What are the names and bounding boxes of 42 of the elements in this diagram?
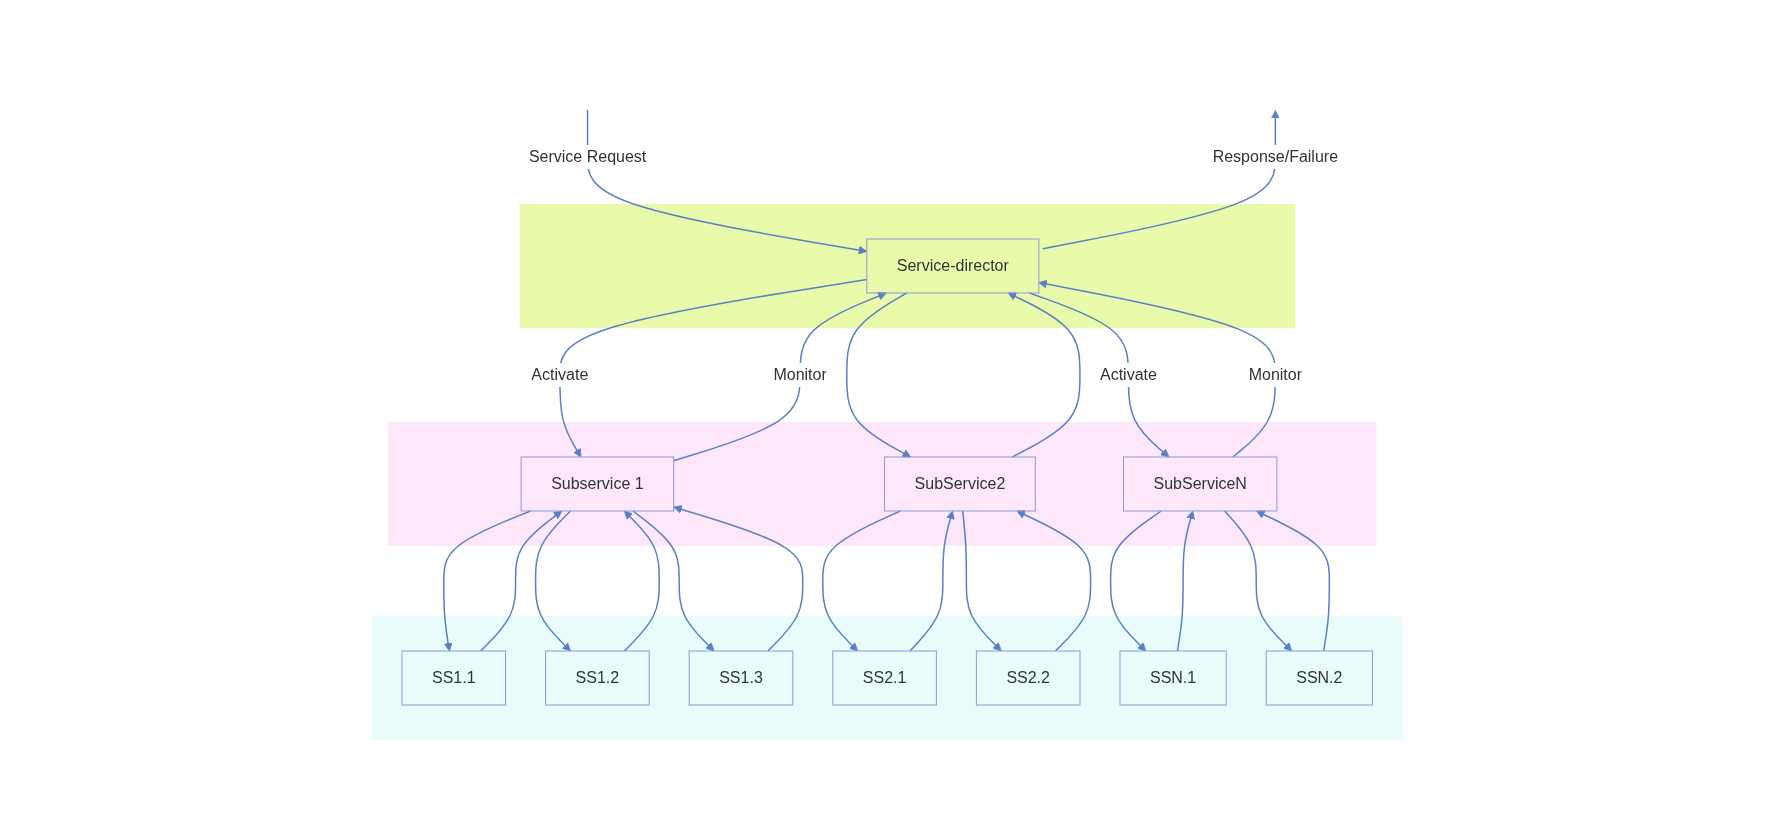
node-box: SS2.1 [832, 650, 938, 705]
arrow [1028, 291, 1170, 457]
arrow [632, 509, 715, 651]
arrow [673, 291, 887, 461]
arrow [443, 509, 532, 651]
arrow [623, 510, 661, 652]
edge-label: Activate [1100, 365, 1158, 383]
arrow [1110, 509, 1163, 651]
cluster [520, 203, 1296, 328]
arrow [480, 510, 563, 652]
edge-label: Service Request [529, 147, 647, 165]
arrow [587, 108, 868, 254]
arrow [822, 509, 902, 651]
arrow [1008, 292, 1081, 458]
node-box: SS1.3 [688, 650, 794, 705]
node-box: SSN.2 [1266, 650, 1374, 705]
node-box: SS1.1 [401, 650, 507, 705]
arrow [1038, 279, 1277, 458]
node-box: SubServiceN [1123, 456, 1278, 511]
arrow [559, 278, 868, 457]
arrow [535, 509, 572, 651]
arrow [1256, 509, 1331, 652]
arrow [962, 509, 1002, 651]
arrow [1176, 510, 1196, 652]
arrow [909, 510, 955, 652]
edge-label: Monitor [1248, 365, 1303, 383]
node-box: SS1.2 [545, 650, 650, 705]
node-box: SS2.2 [976, 650, 1081, 705]
node-box: SubService2 [884, 456, 1037, 511]
node-box: SSN.1 [1119, 650, 1227, 705]
edge-label: Response/Failure [1212, 147, 1339, 165]
arrow [673, 504, 804, 652]
arrow [1016, 509, 1092, 652]
arrow [1042, 109, 1280, 249]
edge-label: Monitor [773, 365, 828, 383]
node-box: Subservice 1 [520, 456, 675, 511]
cluster [388, 421, 1377, 546]
arrow [1224, 509, 1293, 651]
node-box: Service-director [866, 238, 1040, 293]
edge-label: Activate [531, 365, 589, 383]
arrow [846, 291, 912, 457]
cluster [372, 615, 1403, 740]
